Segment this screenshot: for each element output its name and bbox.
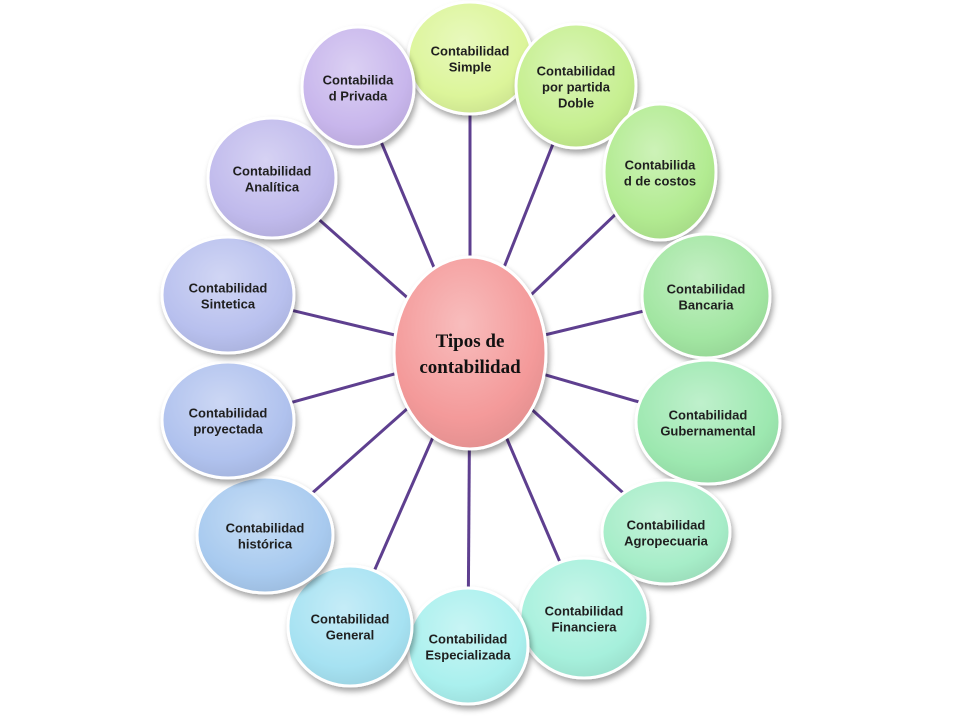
node-general-label-line-2: General xyxy=(326,628,374,643)
node-proyectada-label-line-2: proyectada xyxy=(193,422,263,437)
node-costos-bubble xyxy=(602,102,718,242)
node-especializada-label-line-2: Especializada xyxy=(425,648,511,663)
node-proyectada-bubble xyxy=(160,360,296,480)
node-sintetica-label-line-1: Contabilidad xyxy=(189,281,268,296)
node-agropecuaria-bubble xyxy=(600,478,732,586)
node-analitica-label-line-1: Contabilidad xyxy=(233,164,312,179)
node-privada-label-line-1: Contabilida xyxy=(323,73,395,88)
node-financiera-label-line-2: Financiera xyxy=(551,620,617,635)
node-sintetica-label-line-2: Sintetica xyxy=(201,297,256,312)
node-especializada-label-line-1: Contabilidad xyxy=(429,632,508,647)
node-bancaria-label-line-1: Contabilidad xyxy=(667,282,746,297)
node-historica-label-line-1: Contabilidad xyxy=(226,521,305,536)
center-node: Tipos de contabilidad xyxy=(392,255,548,451)
node-bancaria-label-line-2: Bancaria xyxy=(679,298,735,313)
node-simple-label-line-2: Simple xyxy=(449,60,492,75)
node-partida-doble-bubble xyxy=(514,22,638,150)
node-analitica-bubble xyxy=(206,116,338,240)
node-bancaria-bubble xyxy=(640,232,772,360)
node-gubernamental-label-line-2: Gubernamental xyxy=(660,424,755,439)
node-costos-label-line-1: Contabilida xyxy=(625,158,697,173)
node-analitica-label-line-2: Analítica xyxy=(245,180,300,195)
node-partida-doble-label-line-1: Contabilidad xyxy=(537,64,616,79)
node-agropecuaria-label-line-2: Agropecuaria xyxy=(624,534,709,549)
node-simple-label-line-1: Contabilidad xyxy=(431,44,510,59)
node-privada-label-line-2: d Privada xyxy=(329,89,388,104)
center-label-line-2: contabilidad xyxy=(419,357,521,378)
node-historica-bubble xyxy=(195,475,335,595)
node-historica-label-line-2: histórica xyxy=(238,537,293,552)
node-agropecuaria-label-line-1: Contabilidad xyxy=(627,518,706,533)
node-privada: Contabilidad Privada xyxy=(300,25,416,149)
node-partida-doble-label-line-3: Doble xyxy=(558,96,594,111)
node-general-bubble xyxy=(286,564,414,688)
node-gubernamental-label-line-1: Contabilidad xyxy=(669,408,748,423)
node-privada-bubble xyxy=(300,25,416,149)
node-costos-label-line-2: d de costos xyxy=(624,174,696,189)
node-financiera-label-line-1: Contabilidad xyxy=(545,604,624,619)
node-partida-doble-label-line-2: por partida xyxy=(542,80,611,95)
center-bubble xyxy=(392,255,548,451)
node-proyectada-label-line-1: Contabilidad xyxy=(189,406,268,421)
node-costos: Contabilidad de costos xyxy=(602,102,718,242)
node-gubernamental-bubble xyxy=(634,358,782,486)
node-general-label-line-1: Contabilidad xyxy=(311,612,390,627)
node-sintetica-bubble xyxy=(160,235,296,355)
center-label-line-1: Tipos de xyxy=(436,331,505,352)
